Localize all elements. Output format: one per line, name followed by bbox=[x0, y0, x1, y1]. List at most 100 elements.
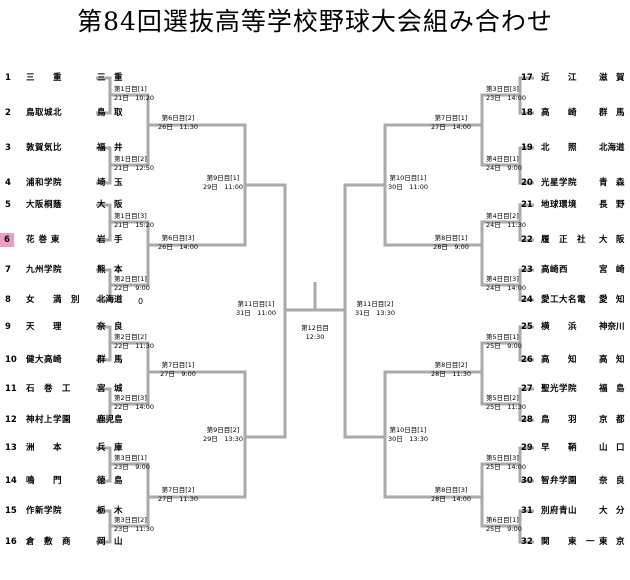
team-name: 光星学院 bbox=[541, 178, 578, 188]
game-label: 第8日目[2]28日 11:30 bbox=[430, 361, 471, 378]
game-label: 第5日目[3]25日 14:00 bbox=[486, 454, 527, 471]
team-row-30: 30 智弁学園 奈 良 bbox=[521, 474, 629, 488]
game-label: 第8日目[1]28日 9:00 bbox=[433, 234, 469, 251]
team-name: 鳥 羽 bbox=[541, 415, 578, 425]
team-prefecture: 北海道 bbox=[97, 295, 123, 305]
team-prefecture: 北海道 bbox=[599, 143, 625, 153]
team-number: 23 bbox=[521, 265, 533, 275]
team-number: 15 bbox=[5, 506, 17, 516]
team-name: 早 鞆 bbox=[541, 443, 578, 453]
team-name: 花 巻 東 bbox=[26, 235, 60, 245]
team-prefecture: 埼 玉 bbox=[97, 178, 123, 188]
team-prefecture: 大 阪 bbox=[97, 200, 123, 210]
team-number: 19 bbox=[521, 143, 533, 153]
team-number: 22 bbox=[521, 235, 533, 245]
team-prefecture: 鹿児島 bbox=[97, 415, 123, 425]
game-label: 第5日目[2]25日 11:30 bbox=[486, 394, 527, 411]
team-prefecture: 長 野 bbox=[599, 200, 625, 210]
team-number: 32 bbox=[521, 537, 533, 547]
game-label: 第6日目[2]26日 11:30 bbox=[157, 114, 198, 131]
team-name: 洲 本 bbox=[26, 443, 63, 453]
team-number: 6 bbox=[0, 233, 14, 247]
team-name: 智弁学園 bbox=[541, 476, 578, 486]
team-name: 横 浜 bbox=[541, 322, 578, 332]
team-name: 天 理 bbox=[26, 322, 63, 332]
team-prefecture: 福 井 bbox=[97, 143, 123, 153]
team-number: 28 bbox=[521, 415, 533, 425]
team-name: 近 江 bbox=[541, 73, 578, 83]
game-label: 第11日目[2]31日 13:30 bbox=[354, 300, 395, 317]
team-prefecture: 群 馬 bbox=[599, 108, 625, 118]
team-prefecture: 愛 知 bbox=[599, 295, 625, 305]
team-number: 30 bbox=[521, 476, 533, 486]
game-label: 第4日目[3]24日 14:00 bbox=[486, 275, 527, 292]
game-label: 第4日目[2]24日 11:30 bbox=[486, 212, 527, 229]
team-name: 鳴 門 bbox=[26, 476, 63, 486]
game-label: 第9日目[1]29日 11:00 bbox=[202, 174, 243, 191]
team-prefecture: 栃 木 bbox=[97, 506, 123, 516]
team-prefecture: 群 馬 bbox=[97, 355, 123, 365]
team-number: 17 bbox=[521, 73, 533, 83]
game-label: 第3日目[1]23日 9:00 bbox=[114, 454, 150, 471]
team-number: 26 bbox=[521, 355, 533, 365]
game-label: 第11日目[1]31日 11:00 bbox=[235, 300, 276, 317]
team-name: 北 照 bbox=[541, 143, 578, 153]
team-number: 7 bbox=[5, 265, 11, 275]
team-number: 3 bbox=[5, 143, 11, 153]
team-prefecture: 奈 良 bbox=[599, 476, 625, 486]
team-prefecture: 鳥 取 bbox=[97, 108, 123, 118]
team-number: 2 bbox=[5, 108, 11, 118]
game-label: 第1日目[3]21日 15:20 bbox=[114, 212, 155, 229]
team-name: 聖光学院 bbox=[541, 384, 578, 394]
game-label: 第1日目[1]21日 10:20 bbox=[114, 85, 155, 102]
team-name: 倉 敷 商 bbox=[26, 537, 72, 547]
team-number: 25 bbox=[521, 322, 533, 332]
team-name: 三 重 bbox=[26, 73, 63, 83]
game-label: 第3日目[2]23日 11:30 bbox=[114, 516, 155, 533]
team-name: 履 正 社 bbox=[541, 235, 587, 245]
team-name: 鳥取城北 bbox=[26, 108, 63, 118]
team-prefecture: 京 都 bbox=[599, 415, 625, 425]
team-prefecture: 宮 城 bbox=[97, 384, 123, 394]
team-prefecture: 大 阪 bbox=[599, 235, 625, 245]
game-label: 第7日目[2]27日 11:30 bbox=[157, 486, 198, 503]
team-number: 5 bbox=[5, 200, 11, 210]
score: 0 bbox=[138, 297, 144, 306]
page-title: 第84回選抜高等学校野球大会組み合わせ bbox=[77, 7, 553, 36]
game-label: 第10日目[1]30日 11:00 bbox=[387, 174, 428, 191]
team-name: 地球環境 bbox=[541, 200, 578, 210]
team-row-18: 18 高 崎 群 馬 bbox=[521, 106, 629, 120]
team-number: 11 bbox=[5, 384, 17, 394]
team-prefecture: 岡 山 bbox=[97, 537, 123, 547]
team-number: 18 bbox=[521, 108, 533, 118]
team-prefecture: 青 森 bbox=[599, 178, 625, 188]
team-name: 神村上学園 bbox=[26, 415, 72, 425]
game-label: 第3日目[3]23日 14:00 bbox=[486, 85, 527, 102]
team-name: 作新学院 bbox=[26, 506, 63, 516]
team-number: 31 bbox=[521, 506, 533, 516]
team-name: 高 崎 bbox=[541, 108, 578, 118]
team-prefecture: 徳 島 bbox=[97, 476, 123, 486]
team-name: 関 東 一 bbox=[541, 537, 596, 547]
team-name: 高崎西 bbox=[541, 265, 569, 275]
team-number: 20 bbox=[521, 178, 533, 188]
game-label: 第7日目[1]27日 14:00 bbox=[430, 114, 471, 131]
team-name: 愛工大名電 bbox=[541, 295, 587, 305]
team-name: 九州学院 bbox=[26, 265, 63, 275]
game-label: 第2日目[2]22日 11:30 bbox=[114, 333, 155, 350]
game-label: 第7日目[1]27日 9:00 bbox=[160, 361, 196, 378]
team-name: 敦賀気比 bbox=[26, 143, 63, 153]
game-label: 第8日目[3]28日 14:00 bbox=[430, 486, 471, 503]
team-prefecture: 福 島 bbox=[599, 384, 625, 394]
game-label: 第1日目[2]21日 12:50 bbox=[114, 155, 155, 172]
team-number: 10 bbox=[5, 355, 17, 365]
game-label: 第9日目[2]29日 13:30 bbox=[202, 426, 243, 443]
